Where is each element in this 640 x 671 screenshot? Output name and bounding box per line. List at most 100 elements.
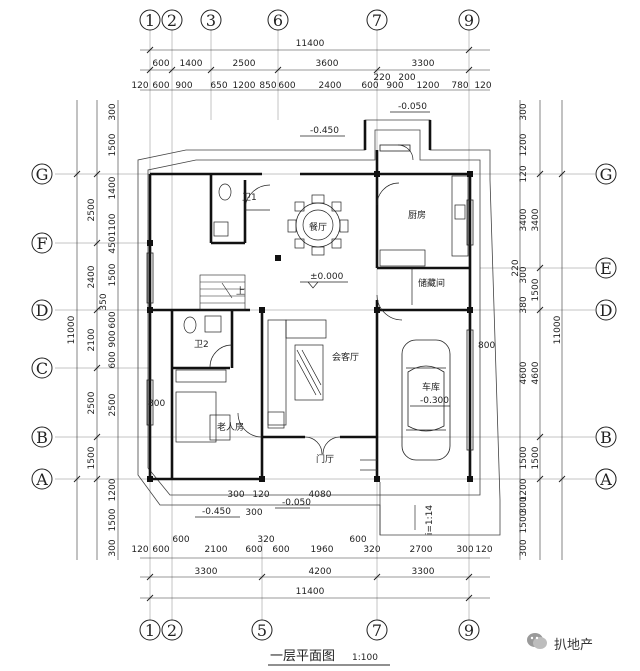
dim-b2-1: 2100 bbox=[205, 545, 228, 555]
dining-table bbox=[287, 194, 349, 256]
dim-left-i5: 1500 bbox=[108, 263, 118, 286]
level-outside-sw: -0.450 bbox=[202, 507, 231, 517]
dim-left-i9: 600 bbox=[108, 351, 118, 368]
walls bbox=[148, 120, 472, 481]
window-marks bbox=[146, 144, 474, 451]
dim-left-i3: 1100 bbox=[108, 213, 118, 236]
dim-left-o2: 2100 bbox=[87, 328, 97, 351]
dim-top-small-a: 220 bbox=[373, 73, 390, 83]
dim-right-i8: 4600 bbox=[519, 361, 529, 384]
dim-right-i11: 300 bbox=[519, 496, 529, 513]
dim-right-i9: 1500 bbox=[519, 446, 529, 469]
axis-left-b: B bbox=[36, 428, 48, 447]
room-elder: 老人房 bbox=[217, 421, 244, 433]
dim-b3-6: 120 bbox=[475, 545, 492, 555]
dim-b1-2: 3300 bbox=[412, 567, 435, 577]
dim-top-d: 3600 bbox=[316, 59, 339, 69]
dim-right-i5: 300 bbox=[519, 266, 529, 283]
axis-labels-left: G F D C B A bbox=[35, 165, 48, 489]
dim-b2-0: 600 bbox=[172, 535, 189, 545]
axis-bottom-5: 5 bbox=[257, 621, 267, 640]
dim-top3-7: 2400 bbox=[319, 81, 342, 91]
dim-right-i7: 380 bbox=[519, 296, 529, 313]
dim-left-i7: 600 bbox=[108, 311, 118, 328]
dim-right-i1: 1200 bbox=[519, 133, 529, 156]
dim-right-overall: 11000 bbox=[553, 315, 563, 344]
dim-left-i0: 300 bbox=[108, 103, 118, 120]
axis-bottom-2: 2 bbox=[167, 621, 177, 640]
dim-b3-1: 600 bbox=[152, 545, 169, 555]
dim-left-o3: 2500 bbox=[87, 391, 97, 414]
level-entry-step: -0.050 bbox=[282, 498, 311, 508]
dim-entry-1: 120 bbox=[252, 490, 269, 500]
dim-right-i4: 220 bbox=[511, 259, 521, 276]
dimension-lines bbox=[76, 49, 563, 599]
dim-right-i3: 3400 bbox=[519, 208, 529, 231]
level-labels: ±0.000 -0.450 -0.050 -0.300 -0.450 -0.05… bbox=[148, 102, 495, 535]
dim-b3-4: 320 bbox=[363, 545, 380, 555]
room-kitchen: 厨房 bbox=[408, 209, 426, 221]
axis-bottom-1: 1 bbox=[145, 621, 155, 640]
dim-top3-10: 1200 bbox=[417, 81, 440, 91]
dim-b3-0: 120 bbox=[131, 545, 148, 555]
dim-b3-5: 300 bbox=[456, 545, 473, 555]
room-living: 会客厅 bbox=[332, 351, 359, 363]
dim-left-o4: 1500 bbox=[87, 446, 97, 469]
axis-right-e: E bbox=[600, 259, 612, 278]
axis-bubbles bbox=[31, 9, 617, 641]
left-dimensions: 11000 2500 2400 2100 2500 1500 300 1500 … bbox=[67, 103, 118, 556]
watermark-text: 扒地产 bbox=[554, 637, 594, 653]
axis-left-g: G bbox=[36, 165, 49, 184]
staircase bbox=[199, 274, 246, 311]
room-dining: 餐厅 bbox=[309, 221, 327, 233]
level-marks bbox=[195, 111, 450, 518]
stair-up-label: 上 bbox=[236, 286, 245, 297]
dim-right-i12: 1500 bbox=[519, 510, 529, 533]
axis-labels-bottom: 1 2 5 7 9 bbox=[145, 621, 474, 640]
dim-right-i0: 300 bbox=[519, 103, 529, 120]
kitchen-counter bbox=[379, 175, 469, 267]
dim-left-i4: 450 bbox=[108, 236, 118, 253]
dim-left-i6: 350 bbox=[99, 293, 109, 310]
axis-left-a: A bbox=[35, 470, 48, 489]
dim-top3-3: 650 bbox=[210, 81, 227, 91]
axis-bottom-7: 7 bbox=[372, 621, 382, 640]
dim-left-i10: 2500 bbox=[108, 393, 118, 416]
room-foyer: 门厅 bbox=[316, 453, 334, 465]
level-main: ±0.000 bbox=[310, 272, 344, 282]
dim-top3-8: 600 bbox=[361, 81, 378, 91]
dim-right-i2: 120 bbox=[519, 165, 529, 182]
axis-top-1: 1 bbox=[145, 11, 155, 30]
room-storage: 储藏间 bbox=[418, 277, 445, 289]
level-garage: -0.300 bbox=[420, 396, 449, 406]
dim-b2-2: 600 bbox=[245, 545, 262, 555]
dim-b3-2: 320 bbox=[257, 535, 274, 545]
dim-top3-6: 600 bbox=[278, 81, 295, 91]
dim-top3-4: 1200 bbox=[233, 81, 256, 91]
dim-left-overall: 11000 bbox=[67, 315, 77, 344]
drawing-title: 一层平面图 bbox=[270, 649, 335, 664]
axis-top-7: 7 bbox=[372, 11, 382, 30]
dim-entry-3: 300 bbox=[245, 508, 262, 518]
axis-top-2: 2 bbox=[167, 11, 177, 30]
room-wc2: 卫2 bbox=[194, 340, 209, 350]
axis-labels-top: 1 2 3 6 7 9 bbox=[145, 11, 474, 30]
dimension-ticks bbox=[73, 46, 566, 602]
bottom-dimensions: 300 120 4080 300 120 600 320 600 320 300… bbox=[131, 490, 492, 597]
car bbox=[401, 339, 451, 461]
axis-left-c: C bbox=[36, 359, 48, 378]
dim-entry-2: 4080 bbox=[309, 490, 332, 500]
dim-top-b: 1400 bbox=[180, 59, 203, 69]
dim-top3-2: 900 bbox=[175, 81, 192, 91]
dim-top3-0: 120 bbox=[131, 81, 148, 91]
ramp-and-steps bbox=[360, 459, 416, 535]
dim-elder-door: 800 bbox=[148, 399, 165, 409]
wechat-icon bbox=[526, 631, 548, 655]
axis-right-b: B bbox=[600, 428, 612, 447]
top-dimensions: 11400 600 1400 2500 3600 3300 220 200 12… bbox=[131, 39, 491, 91]
dim-b2-5: 2700 bbox=[410, 545, 433, 555]
bed-and-wardrobe bbox=[175, 369, 231, 443]
dim-right-o1: 1500 bbox=[531, 278, 541, 301]
dim-top3-9: 900 bbox=[386, 81, 403, 91]
room-labels: 卫1 餐厅 厨房 储藏间 卫2 会客厅 车库 老人房 门厅 上 bbox=[194, 193, 445, 465]
